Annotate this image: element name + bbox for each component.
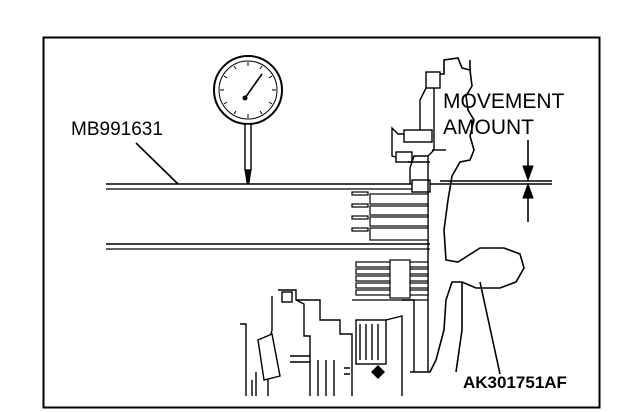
clutch-plates (351, 191, 429, 301)
housing-outline (410, 57, 525, 373)
diagram-frame (42, 36, 601, 409)
clutch-assembly (391, 71, 446, 372)
tool-number-label: MB991631 (71, 119, 163, 140)
shaft-lines (106, 183, 552, 250)
dimension-arrow-icon (440, 140, 552, 222)
figure-code-leader (479, 281, 501, 375)
dial-gauge-icon (213, 55, 283, 184)
lower-gear-assembly (240, 289, 415, 396)
tool-leader-line (135, 142, 179, 185)
figure-code-label: AK301751AF (463, 373, 567, 392)
movement-amount-label-line2: AMOUNT (443, 116, 534, 139)
movement-amount-label-line1: MOVEMENT (443, 90, 565, 113)
